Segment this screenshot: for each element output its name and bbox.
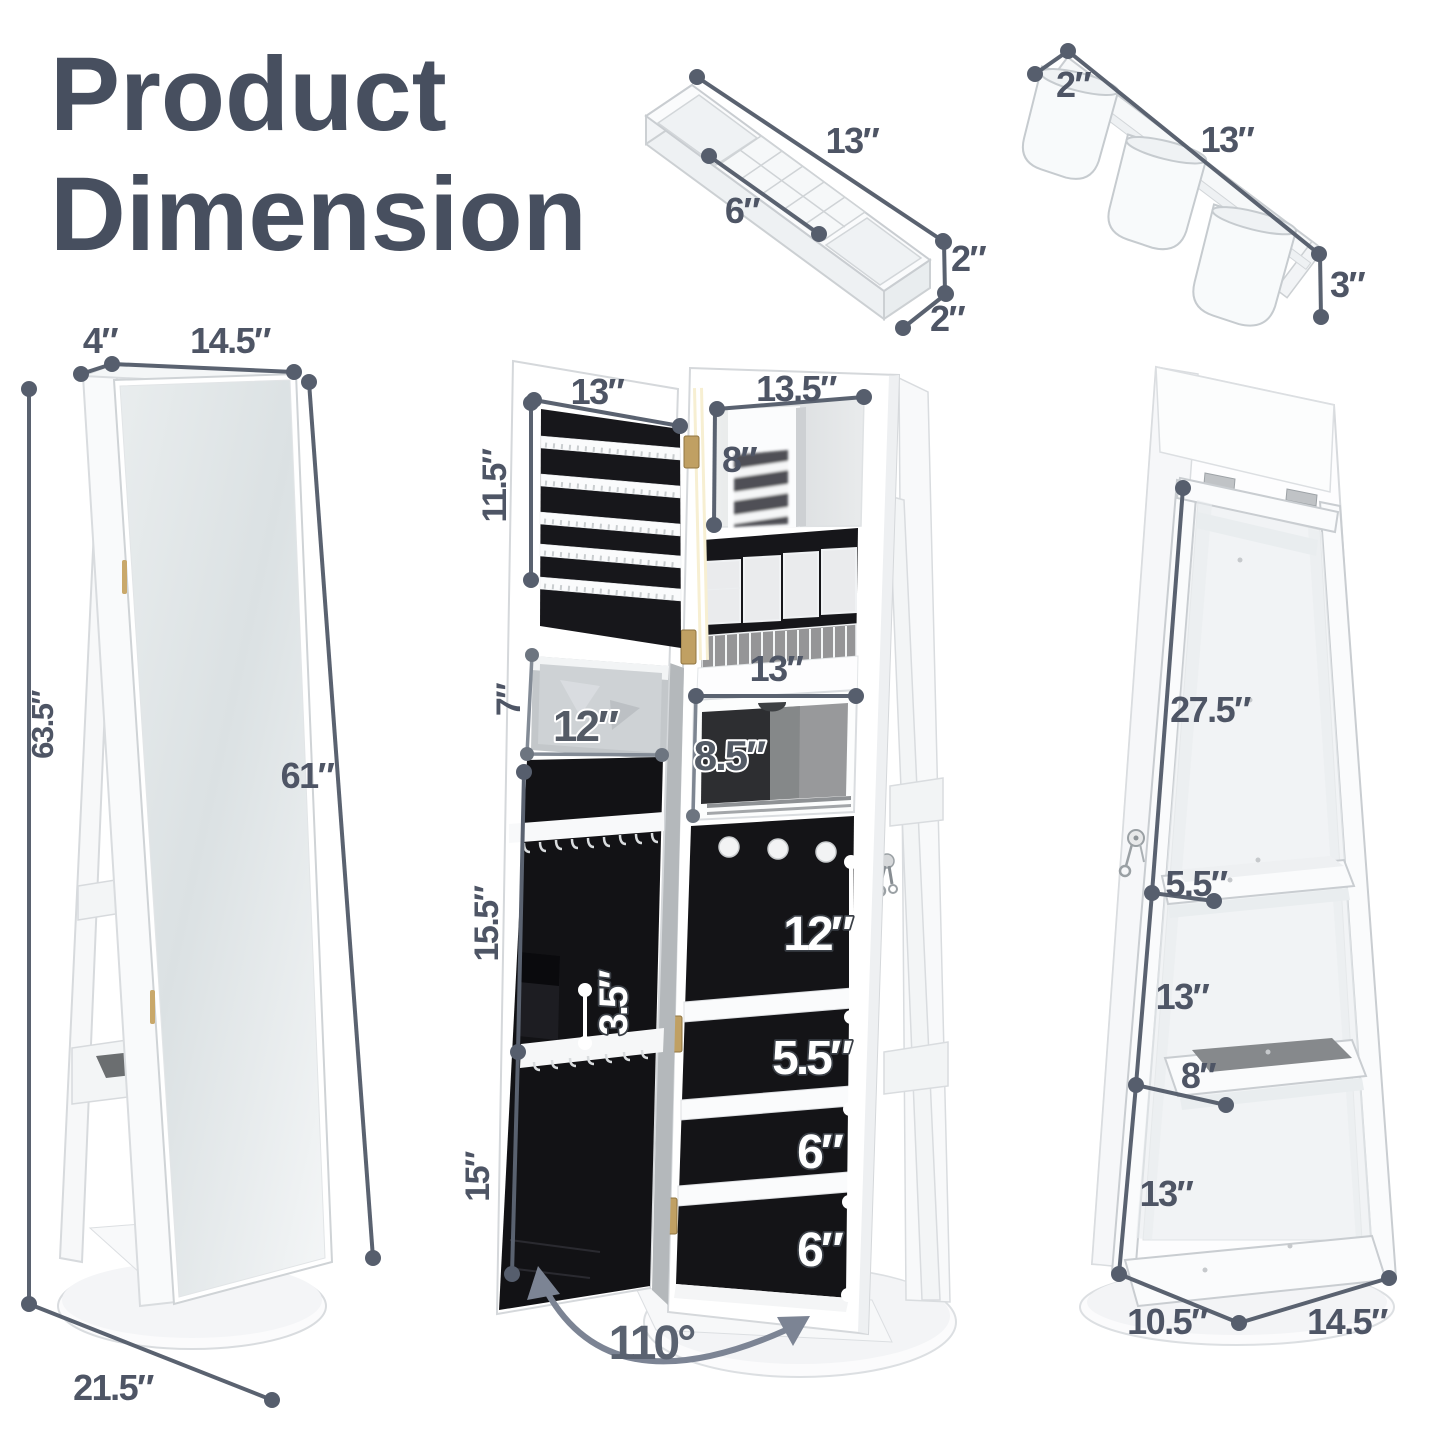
svg-text:2″: 2″	[1056, 64, 1092, 105]
svg-text:13″: 13″	[1201, 119, 1255, 160]
svg-text:13.5″: 13.5″	[756, 368, 837, 409]
svg-text:8″: 8″	[722, 439, 758, 480]
svg-text:10.5″: 10.5″	[1127, 1301, 1208, 1342]
svg-text:2″: 2″	[930, 298, 966, 339]
svg-text:3″: 3″	[1330, 264, 1366, 305]
svg-text:5.5″: 5.5″	[1165, 863, 1228, 904]
svg-text:110°: 110°	[609, 1317, 695, 1370]
svg-text:6″: 6″	[725, 190, 761, 231]
svg-text:15″: 15″	[459, 1151, 497, 1202]
svg-text:Product: Product	[50, 36, 447, 153]
svg-text:13″: 13″	[1156, 976, 1210, 1017]
svg-text:2″: 2″	[951, 238, 987, 279]
svg-text:6″: 6″	[797, 1224, 844, 1277]
svg-text:15.5″: 15.5″	[468, 885, 506, 961]
svg-text:4″: 4″	[83, 320, 119, 361]
svg-text:Dimension: Dimension	[50, 156, 587, 273]
svg-text:61″: 61″	[281, 755, 335, 796]
svg-text:12″: 12″	[553, 702, 619, 751]
svg-text:63.5″: 63.5″	[25, 690, 60, 759]
svg-text:13″: 13″	[1140, 1173, 1194, 1214]
svg-text:14.5″: 14.5″	[190, 320, 271, 361]
svg-text:8″: 8″	[1181, 1055, 1217, 1096]
svg-text:13″: 13″	[571, 371, 625, 412]
svg-text:14.5″: 14.5″	[1307, 1301, 1388, 1342]
svg-text:12″: 12″	[783, 908, 853, 961]
svg-text:27.5″: 27.5″	[1170, 689, 1251, 730]
svg-text:13″: 13″	[826, 120, 880, 161]
svg-text:5.5″: 5.5″	[772, 1032, 853, 1085]
svg-text:6″: 6″	[797, 1126, 844, 1179]
svg-text:11.5″: 11.5″	[476, 448, 514, 522]
svg-text:8.5″: 8.5″	[694, 732, 766, 779]
svg-text:13″: 13″	[750, 648, 804, 689]
svg-text:7″: 7″	[490, 683, 528, 716]
svg-text:3.5″: 3.5″	[592, 970, 636, 1036]
svg-text:21.5″: 21.5″	[73, 1367, 154, 1408]
